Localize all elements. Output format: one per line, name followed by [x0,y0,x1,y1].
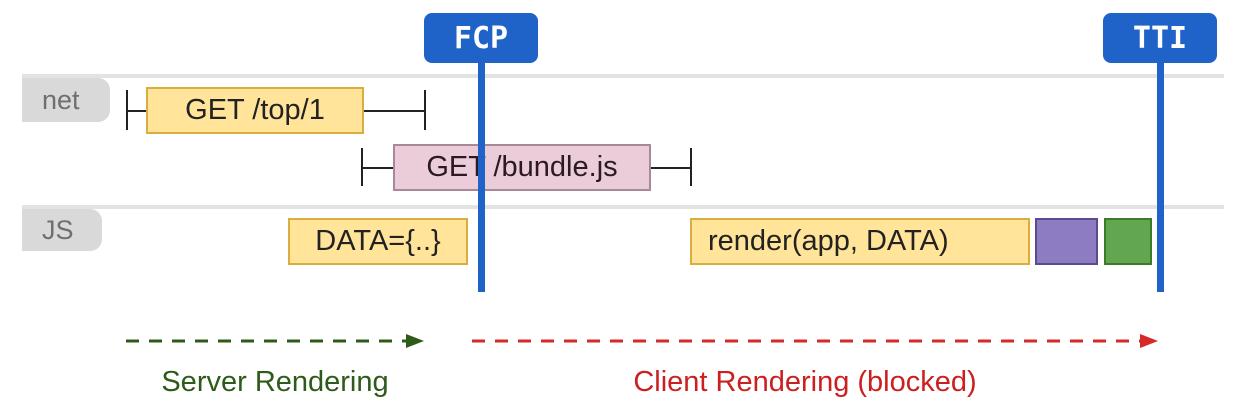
server-rendering-arrowhead [406,334,424,348]
row-label-js: JS [22,209,102,251]
bundle-request-tail-line [651,167,692,169]
data-task-box: DATA={..} [288,218,468,265]
top-request-end-cap [424,90,426,130]
bundle-request-end-cap [690,148,692,186]
row-label-net: net [22,78,110,122]
tti-marker-flag: TTI [1103,13,1217,63]
purple-task-block [1035,218,1098,265]
top-request-tail-line [364,110,426,112]
bundle-request-lead-line [361,167,395,169]
client-rendering-arrowhead [1140,334,1158,348]
fcp-marker-flag: FCP [424,13,538,63]
server-rendering-label: Server Rendering [161,366,389,398]
green-task-block [1104,218,1152,265]
top-request-box: GET /top/1 [146,87,364,134]
top-request-lead-line [126,110,148,112]
js-row-separator [22,205,1224,209]
render-task-box: render(app, DATA) [690,218,1030,265]
fcp-marker-line [478,55,485,292]
bundle-request-box: GET /bundle.js [393,144,651,191]
tti-marker-line [1157,55,1164,292]
net-row-separator [22,74,1224,78]
client-rendering-label: Client Rendering (blocked) [633,366,977,398]
